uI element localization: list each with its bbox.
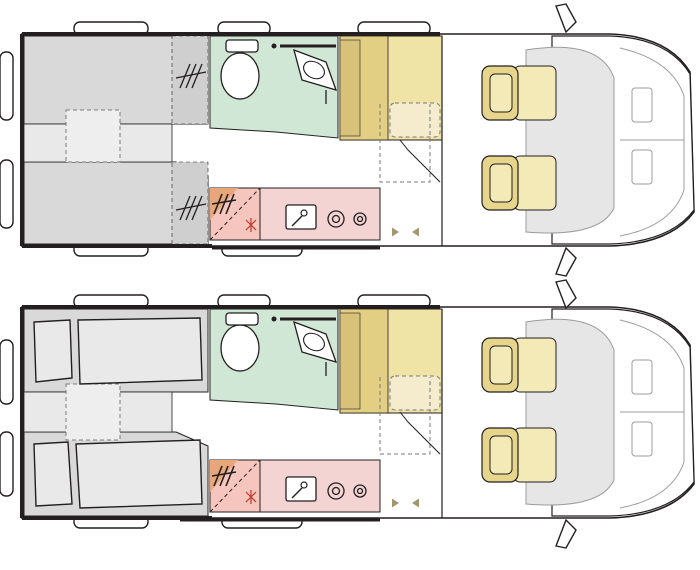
wheel-icon xyxy=(0,431,14,497)
fridge-snowflake-icon xyxy=(245,218,257,232)
single-beds xyxy=(23,308,209,517)
wheel-icon xyxy=(0,339,14,405)
hob-burner-icon xyxy=(327,210,367,228)
sink-icon xyxy=(285,204,317,230)
cab-seat-driver xyxy=(481,65,557,121)
walls xyxy=(20,305,440,520)
toilet-icon xyxy=(220,39,277,100)
cab-seat-passenger xyxy=(481,155,557,211)
washbasin-icon xyxy=(280,44,338,104)
bathroom xyxy=(209,35,339,139)
cab xyxy=(481,3,695,277)
cab xyxy=(481,279,695,549)
floor-plan-single-beds xyxy=(0,279,695,549)
floor-plan-transverse-bed xyxy=(0,3,695,277)
washbasin-icon xyxy=(280,317,338,376)
drawer-hatching-icon xyxy=(211,193,237,215)
cab-seat-passenger xyxy=(481,427,557,483)
transverse-bed xyxy=(23,35,209,245)
wardrobe-icon xyxy=(175,63,207,221)
bed-cover-icon xyxy=(75,317,203,509)
hob-burner-icon xyxy=(327,482,367,500)
kitchen xyxy=(209,187,381,250)
pillow-icon xyxy=(33,319,73,507)
kitchen xyxy=(180,459,381,522)
walls xyxy=(20,32,440,248)
wheel-icon xyxy=(0,51,14,121)
cab-seat-driver xyxy=(481,337,557,393)
bathroom xyxy=(209,308,339,411)
lounge-bench xyxy=(339,35,443,246)
toilet-icon xyxy=(220,312,277,372)
sink-icon xyxy=(285,476,317,502)
lounge-bench xyxy=(339,308,443,518)
side-mirror-icon xyxy=(555,3,577,277)
side-mirror-icon xyxy=(555,279,577,549)
wheel-icon xyxy=(0,159,14,229)
drawer-hatching-icon xyxy=(211,465,237,487)
fridge-snowflake-icon xyxy=(245,490,257,504)
